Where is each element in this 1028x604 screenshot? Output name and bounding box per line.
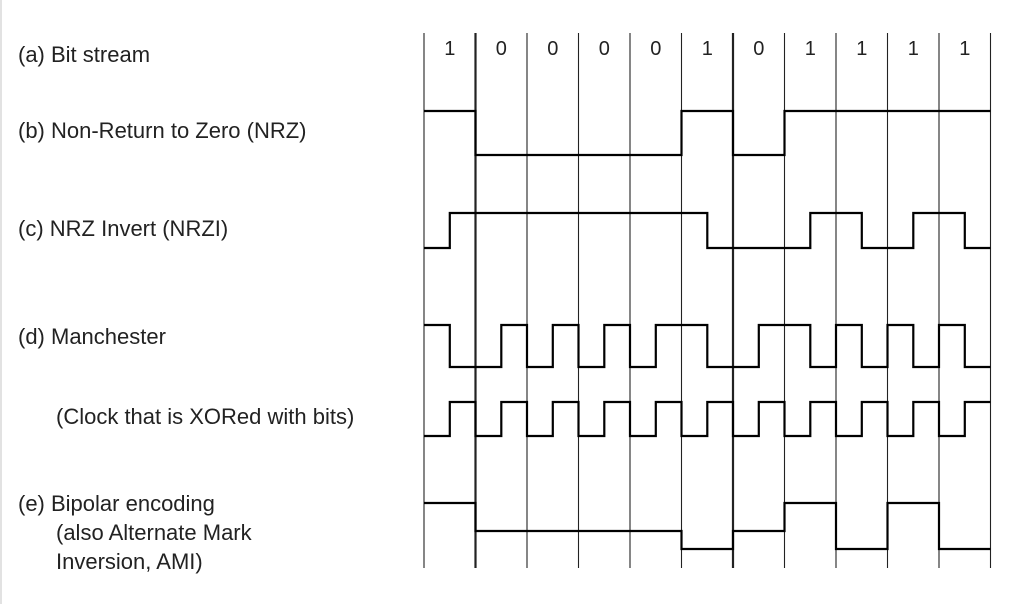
label-nrz: (b) Non-Return to Zero (NRZ) xyxy=(18,118,307,143)
bit-value-label: 0 xyxy=(547,38,558,60)
bit-value-label: 0 xyxy=(650,38,661,60)
label-bipolar-line1: (e) Bipolar encoding xyxy=(18,491,215,516)
bit-value-label: 1 xyxy=(856,38,867,60)
bit-value-label: 0 xyxy=(599,38,610,60)
label-bipolar-line2: (also Alternate Mark xyxy=(56,520,252,545)
nrz-waveform xyxy=(424,109,991,157)
bit-value-label: 1 xyxy=(908,38,919,60)
manchester-waveform xyxy=(424,323,991,369)
nrzi-waveform xyxy=(424,211,991,250)
bit-value-label: 1 xyxy=(805,38,816,60)
clock-waveform xyxy=(424,400,991,438)
bipolar-waveform xyxy=(424,501,991,551)
bit-value-label: 0 xyxy=(753,38,764,60)
bit-value-label: 0 xyxy=(496,38,507,60)
label-nrzi: (c) NRZ Invert (NRZI) xyxy=(18,216,229,241)
bit-value-label: 1 xyxy=(702,38,713,60)
label-manchester: (d) Manchester xyxy=(18,324,166,349)
label-bit-stream: (a) Bit stream xyxy=(18,42,151,67)
label-bipolar-line3: Inversion, AMI) xyxy=(56,549,203,574)
bit-value-label: 1 xyxy=(444,38,455,60)
label-clock: (Clock that is XORed with bits) xyxy=(56,404,355,429)
bit-value-label: 1 xyxy=(959,38,970,60)
